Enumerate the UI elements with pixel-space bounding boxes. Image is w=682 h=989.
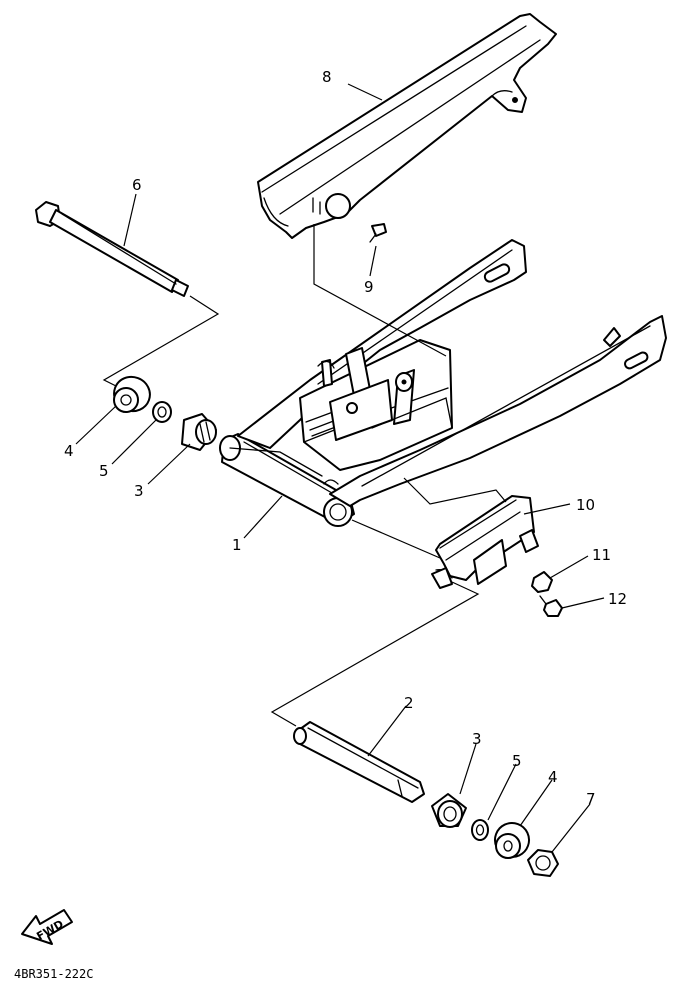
part-10-chain-guide bbox=[431, 495, 539, 589]
fwd-arrow-icon: FWD bbox=[21, 909, 73, 945]
part-3-bearing-left bbox=[181, 413, 217, 451]
part-8-chain-case bbox=[257, 13, 557, 239]
part-5-washer-left bbox=[152, 401, 172, 423]
part-4-collar-left bbox=[113, 375, 151, 413]
callout-2: 2 bbox=[404, 694, 414, 712]
callout-8: 8 bbox=[322, 68, 332, 86]
part-3-bearing-right bbox=[431, 793, 467, 828]
part-12-bolt bbox=[539, 595, 563, 617]
drawing-code: 4BR351-222C bbox=[14, 967, 93, 981]
part-7-pivot-nut bbox=[527, 849, 559, 877]
callout-5: 5 bbox=[512, 752, 522, 770]
callout-9: 9 bbox=[364, 278, 374, 296]
callout-4: 4 bbox=[548, 768, 558, 786]
part-9-screw bbox=[369, 223, 387, 243]
callout-10: 10 bbox=[576, 496, 595, 514]
callout-labels: 8 6 9 4 5 3 1 10 11 12 2 3 5 4 7 bbox=[64, 68, 627, 808]
callout-3: 3 bbox=[472, 730, 482, 748]
callout-11: 11 bbox=[592, 546, 611, 564]
callout-4: 4 bbox=[64, 442, 74, 460]
callout-3: 3 bbox=[134, 482, 144, 500]
callout-5: 5 bbox=[99, 462, 109, 480]
part-6-pivot-shaft bbox=[35, 201, 189, 297]
callout-6: 6 bbox=[132, 176, 142, 194]
callout-12: 12 bbox=[608, 590, 627, 608]
assembly-lines bbox=[102, 224, 507, 727]
part-2-collar-tube bbox=[293, 721, 425, 803]
leader-lines bbox=[75, 83, 605, 853]
part-11-nut bbox=[531, 571, 553, 593]
part-4-collar-right bbox=[494, 822, 530, 859]
part-1-swingarm bbox=[219, 239, 667, 527]
part-5-washer-right bbox=[471, 819, 489, 841]
callout-7: 7 bbox=[586, 790, 596, 808]
callout-1: 1 bbox=[232, 536, 242, 554]
